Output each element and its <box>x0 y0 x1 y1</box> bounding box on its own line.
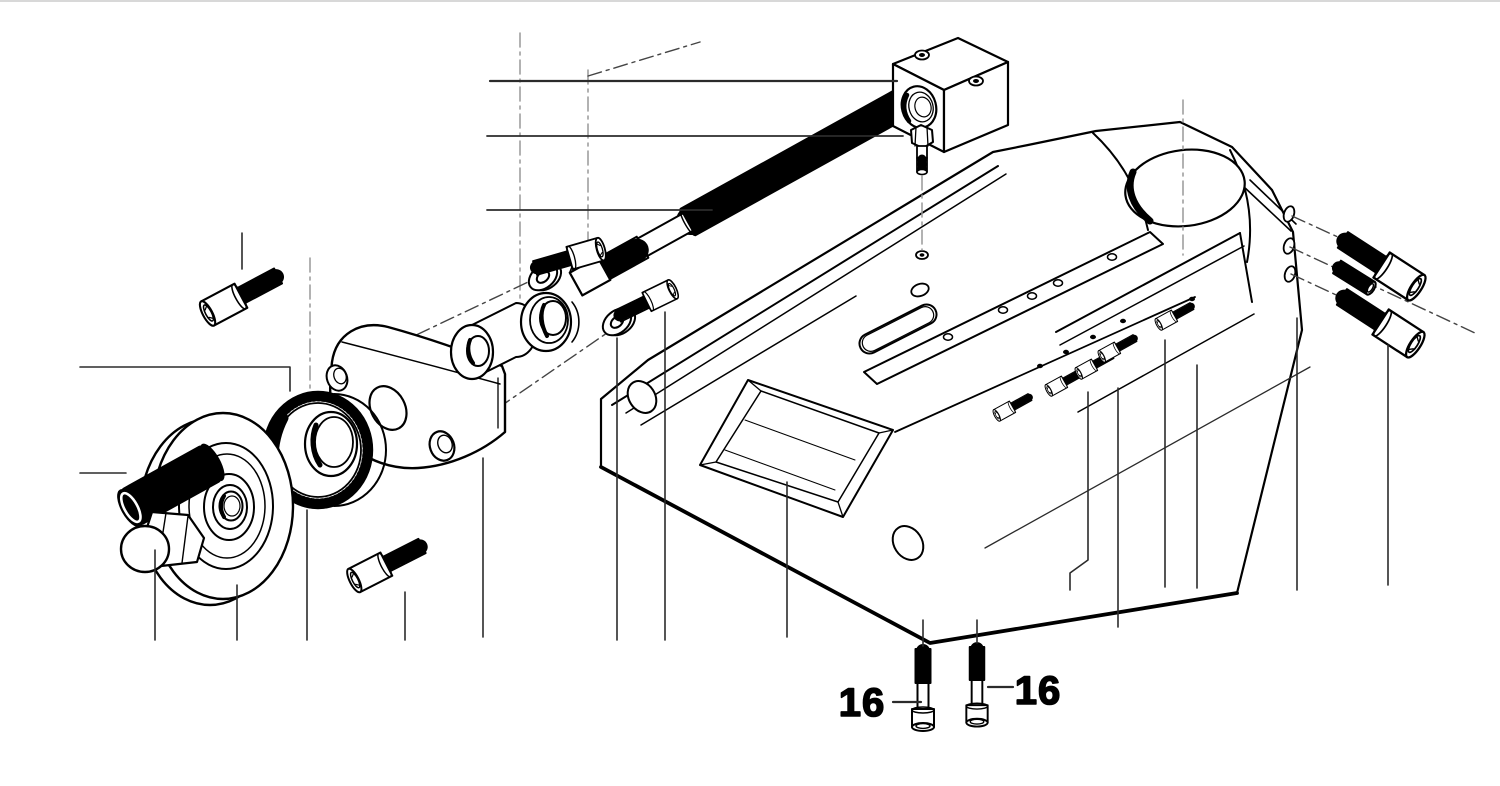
base-screws <box>912 647 988 731</box>
gib-strip <box>863 231 1164 385</box>
lead-screw <box>568 88 916 297</box>
part-number-label: 16 <box>839 681 886 725</box>
part-number-label: 16 <box>1015 669 1062 713</box>
clamp-hex-bolt <box>910 124 934 176</box>
right-cap-screws <box>1333 227 1429 359</box>
spindle-bore <box>1124 148 1246 228</box>
nut-block <box>891 36 1010 154</box>
leader-lines <box>79 79 1389 704</box>
handle-grip <box>117 443 225 527</box>
rail-screws <box>992 297 1196 422</box>
flanged-bearing <box>519 291 580 353</box>
part-labels: 16 16 <box>838 668 1062 726</box>
acorn-nut <box>119 510 206 574</box>
